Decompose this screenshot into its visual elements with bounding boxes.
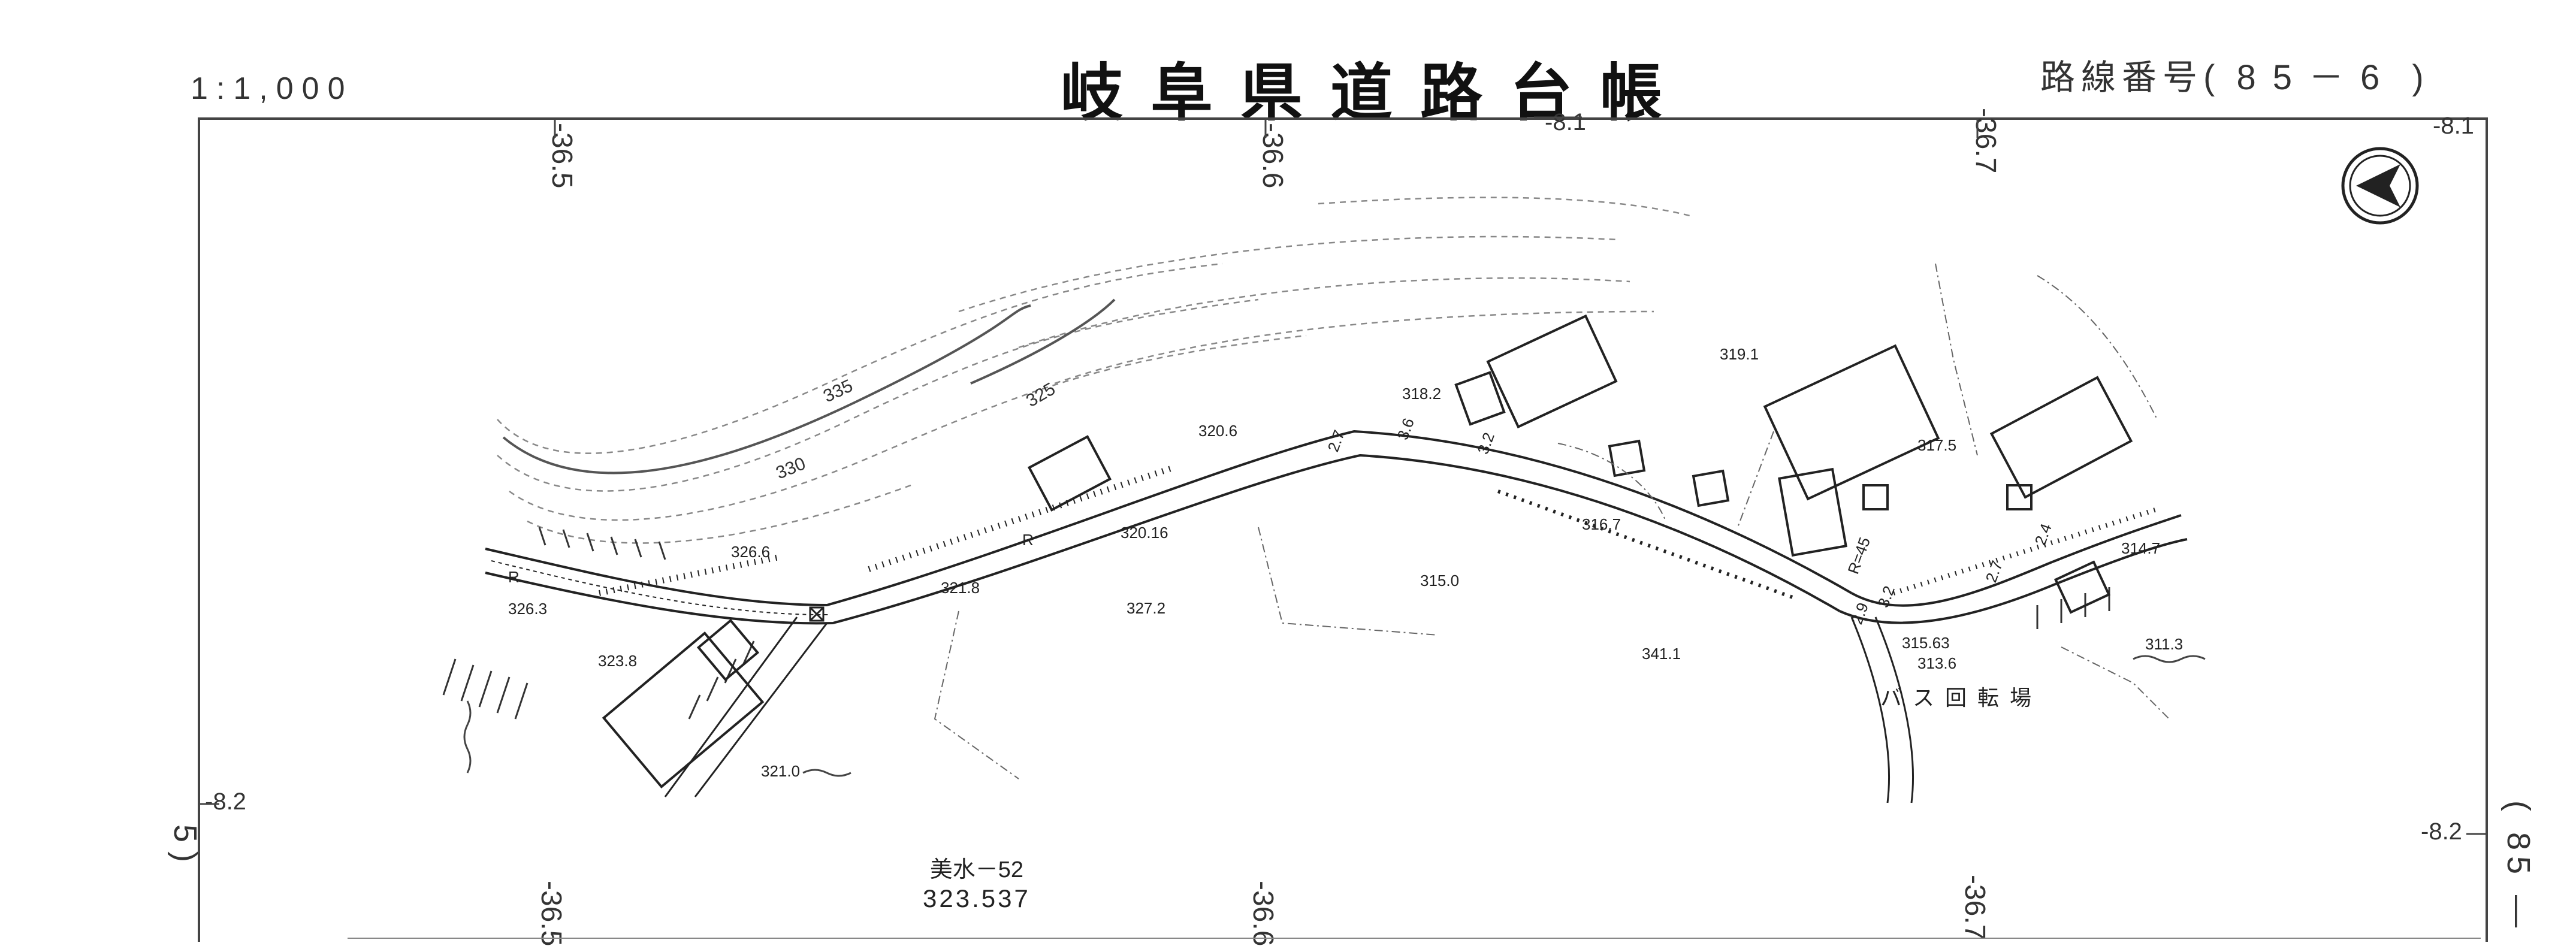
property-lines [934, 263, 2170, 779]
side-road-south [664, 616, 1914, 803]
grid-x-top-1: -36.5 [546, 123, 578, 189]
grid-x-top-3: -36.7 [1970, 108, 2001, 174]
spot-elevation: 316.7 [1582, 515, 1621, 533]
spot-elevation: 315.63 [1902, 634, 1950, 652]
route-number: 85－6 [2236, 58, 2397, 97]
spot-elevation: 314.7 [2121, 539, 2160, 557]
main-road [485, 430, 2188, 625]
spot-elevation: 319.1 [1720, 345, 1759, 363]
buildings [602, 314, 2133, 788]
water-lines [463, 655, 2206, 777]
side-text-right: ( 85 — [2500, 800, 2536, 934]
benchmark-elevation: 323.537 [923, 884, 1031, 912]
road-width: 3.6 [1393, 416, 1418, 442]
road-marker-r-mid: R [1022, 531, 1034, 549]
north-arrow-icon [2341, 147, 2419, 225]
spot-elevation: 321.0 [761, 762, 800, 780]
contour-lines [497, 197, 1690, 544]
spot-elevation: 315.0 [1420, 572, 1459, 590]
side-text-left: 5 ) [167, 824, 203, 863]
contour-label-335: 335 [820, 376, 856, 406]
grid-y-left: -8.2 [205, 788, 246, 815]
route-close: ) [2412, 58, 2430, 97]
road-marker-r-west: R [508, 568, 520, 586]
spot-elevation: 320.6 [1198, 422, 1237, 440]
spot-elevation: 326.6 [731, 543, 770, 561]
slope-marks [442, 527, 2110, 720]
spot-elevation: 318.2 [1402, 385, 1441, 403]
spot-elevation: 341.1 [1642, 645, 1681, 663]
route-number-label: 路線番号( 85－6 ) [2040, 49, 2430, 99]
benchmark-name: 美水－52 [929, 857, 1024, 882]
index-contours [502, 298, 1116, 474]
benchmark-symbol [809, 606, 825, 622]
road-marker-rh: R=45 [1844, 535, 1874, 576]
benchmark-label: 美水－52 323.537 [923, 856, 1031, 913]
spot-elevation: 313.6 [1917, 654, 1956, 672]
map-scale: 1:1,000 [191, 71, 354, 106]
grid-y-top-mid: -8.1 [1545, 109, 1586, 135]
map-frame [198, 117, 2488, 942]
grid-y-right-top: -8.1 [2433, 113, 2474, 139]
route-label-text: 路線番号( [2040, 58, 2221, 97]
grid-x-bottom-1: -36.5 [535, 881, 567, 946]
road-hatch [491, 464, 2158, 616]
contour-label-330: 330 [773, 454, 808, 483]
spot-elevation: 321.8 [941, 579, 980, 597]
road-width: 2.7 [1324, 428, 1348, 454]
road-width: 2.7 [1982, 558, 2006, 585]
grid-x-bottom-3: -36.7 [1959, 875, 1991, 941]
grid-ticks [198, 116, 2488, 939]
spot-elevation: 320.16 [1121, 524, 1168, 542]
contour-label-325: 325 [1023, 379, 1059, 411]
spot-elevation: 317.5 [1917, 436, 1956, 454]
spot-elevation: 311.3 [2145, 635, 2183, 653]
bus-turnaround-label: バス回転場 [1880, 685, 2043, 710]
spot-elevation: 323.8 [598, 652, 637, 670]
road-width: 3.2 [1473, 430, 1498, 457]
grid-y-right: -8.2 [2421, 818, 2462, 845]
spot-elevation: 326.3 [508, 600, 547, 618]
grid-x-top-2: -36.6 [1257, 123, 1288, 189]
road-width: 2.9 [1847, 600, 1872, 627]
grid-x-bottom-2: -36.6 [1247, 881, 1279, 946]
spot-elevation: 327.2 [1127, 599, 1165, 617]
